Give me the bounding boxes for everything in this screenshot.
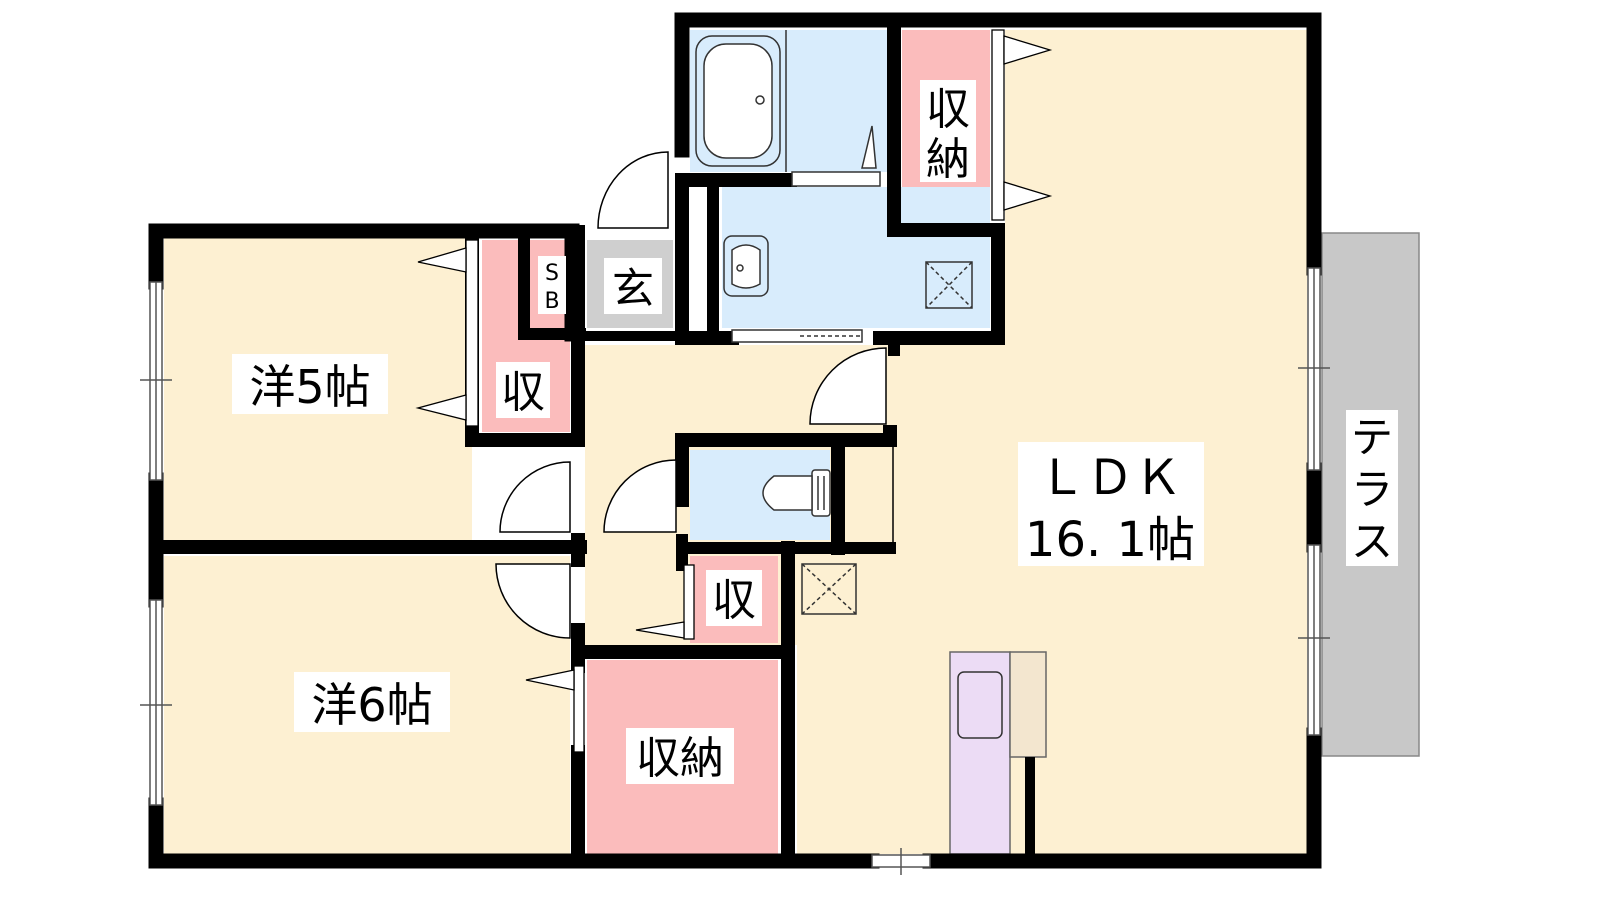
washing-machine-pan-icon — [925, 261, 973, 309]
room-label-ldk: ＬＤＫ — [1038, 450, 1182, 506]
door-ldk — [809, 347, 887, 425]
storage-bottom-label: 収納 — [636, 733, 724, 784]
doors — [495, 151, 894, 639]
closet-doors — [415, 29, 1053, 753]
room-label-ldk-area: 16. 1帖 — [1025, 512, 1195, 568]
closet-hall-label: 収 — [712, 575, 756, 626]
shoe-box-label-s: S — [545, 261, 559, 286]
kitchen-counter — [949, 651, 1011, 855]
room-label-entrance: 玄 — [612, 264, 654, 313]
ldk-floor-lower — [797, 345, 1307, 854]
washbasin-icon — [723, 235, 769, 297]
door-toilet — [603, 459, 677, 533]
door-entrance — [597, 151, 669, 229]
toilet-icon — [811, 469, 831, 517]
fixtures — [695, 30, 1003, 739]
door-western-6 — [495, 563, 571, 639]
shoe-box-label-b: B — [544, 289, 559, 314]
wall-toilet — [675, 425, 897, 507]
wall-shoe-box — [518, 226, 586, 340]
walls — [148, 12, 1322, 869]
room-label-western-5: 洋5帖 — [249, 360, 370, 414]
kitchen-side-counter — [1009, 651, 1047, 758]
outer-wall-core-top — [674, 12, 1322, 276]
closet-5-label: 収 — [501, 367, 545, 418]
room-label-western-6: 洋6帖 — [311, 678, 432, 732]
outer-wall-right-bottom — [922, 727, 1322, 869]
floor-hatch-icon — [801, 563, 857, 615]
washroom-floor — [722, 187, 990, 328]
labels: 洋5帖 洋6帖 ＬＤＫ 16. 1帖 玄 S B 収 納 収 収 収納 テ ラ … — [232, 80, 1398, 784]
door-western-5 — [499, 461, 571, 533]
storage-top-label-2: 納 — [926, 134, 970, 185]
wall-bath-right — [873, 13, 1005, 345]
terrace-label-1: テ — [1351, 413, 1393, 462]
terrace-label-2: ラ — [1351, 465, 1393, 514]
windows — [140, 267, 1330, 875]
kitchen-sink-icon — [957, 671, 1003, 739]
terrace-label-3: ス — [1351, 517, 1393, 566]
storage-top-label-1: 収 — [926, 84, 970, 135]
